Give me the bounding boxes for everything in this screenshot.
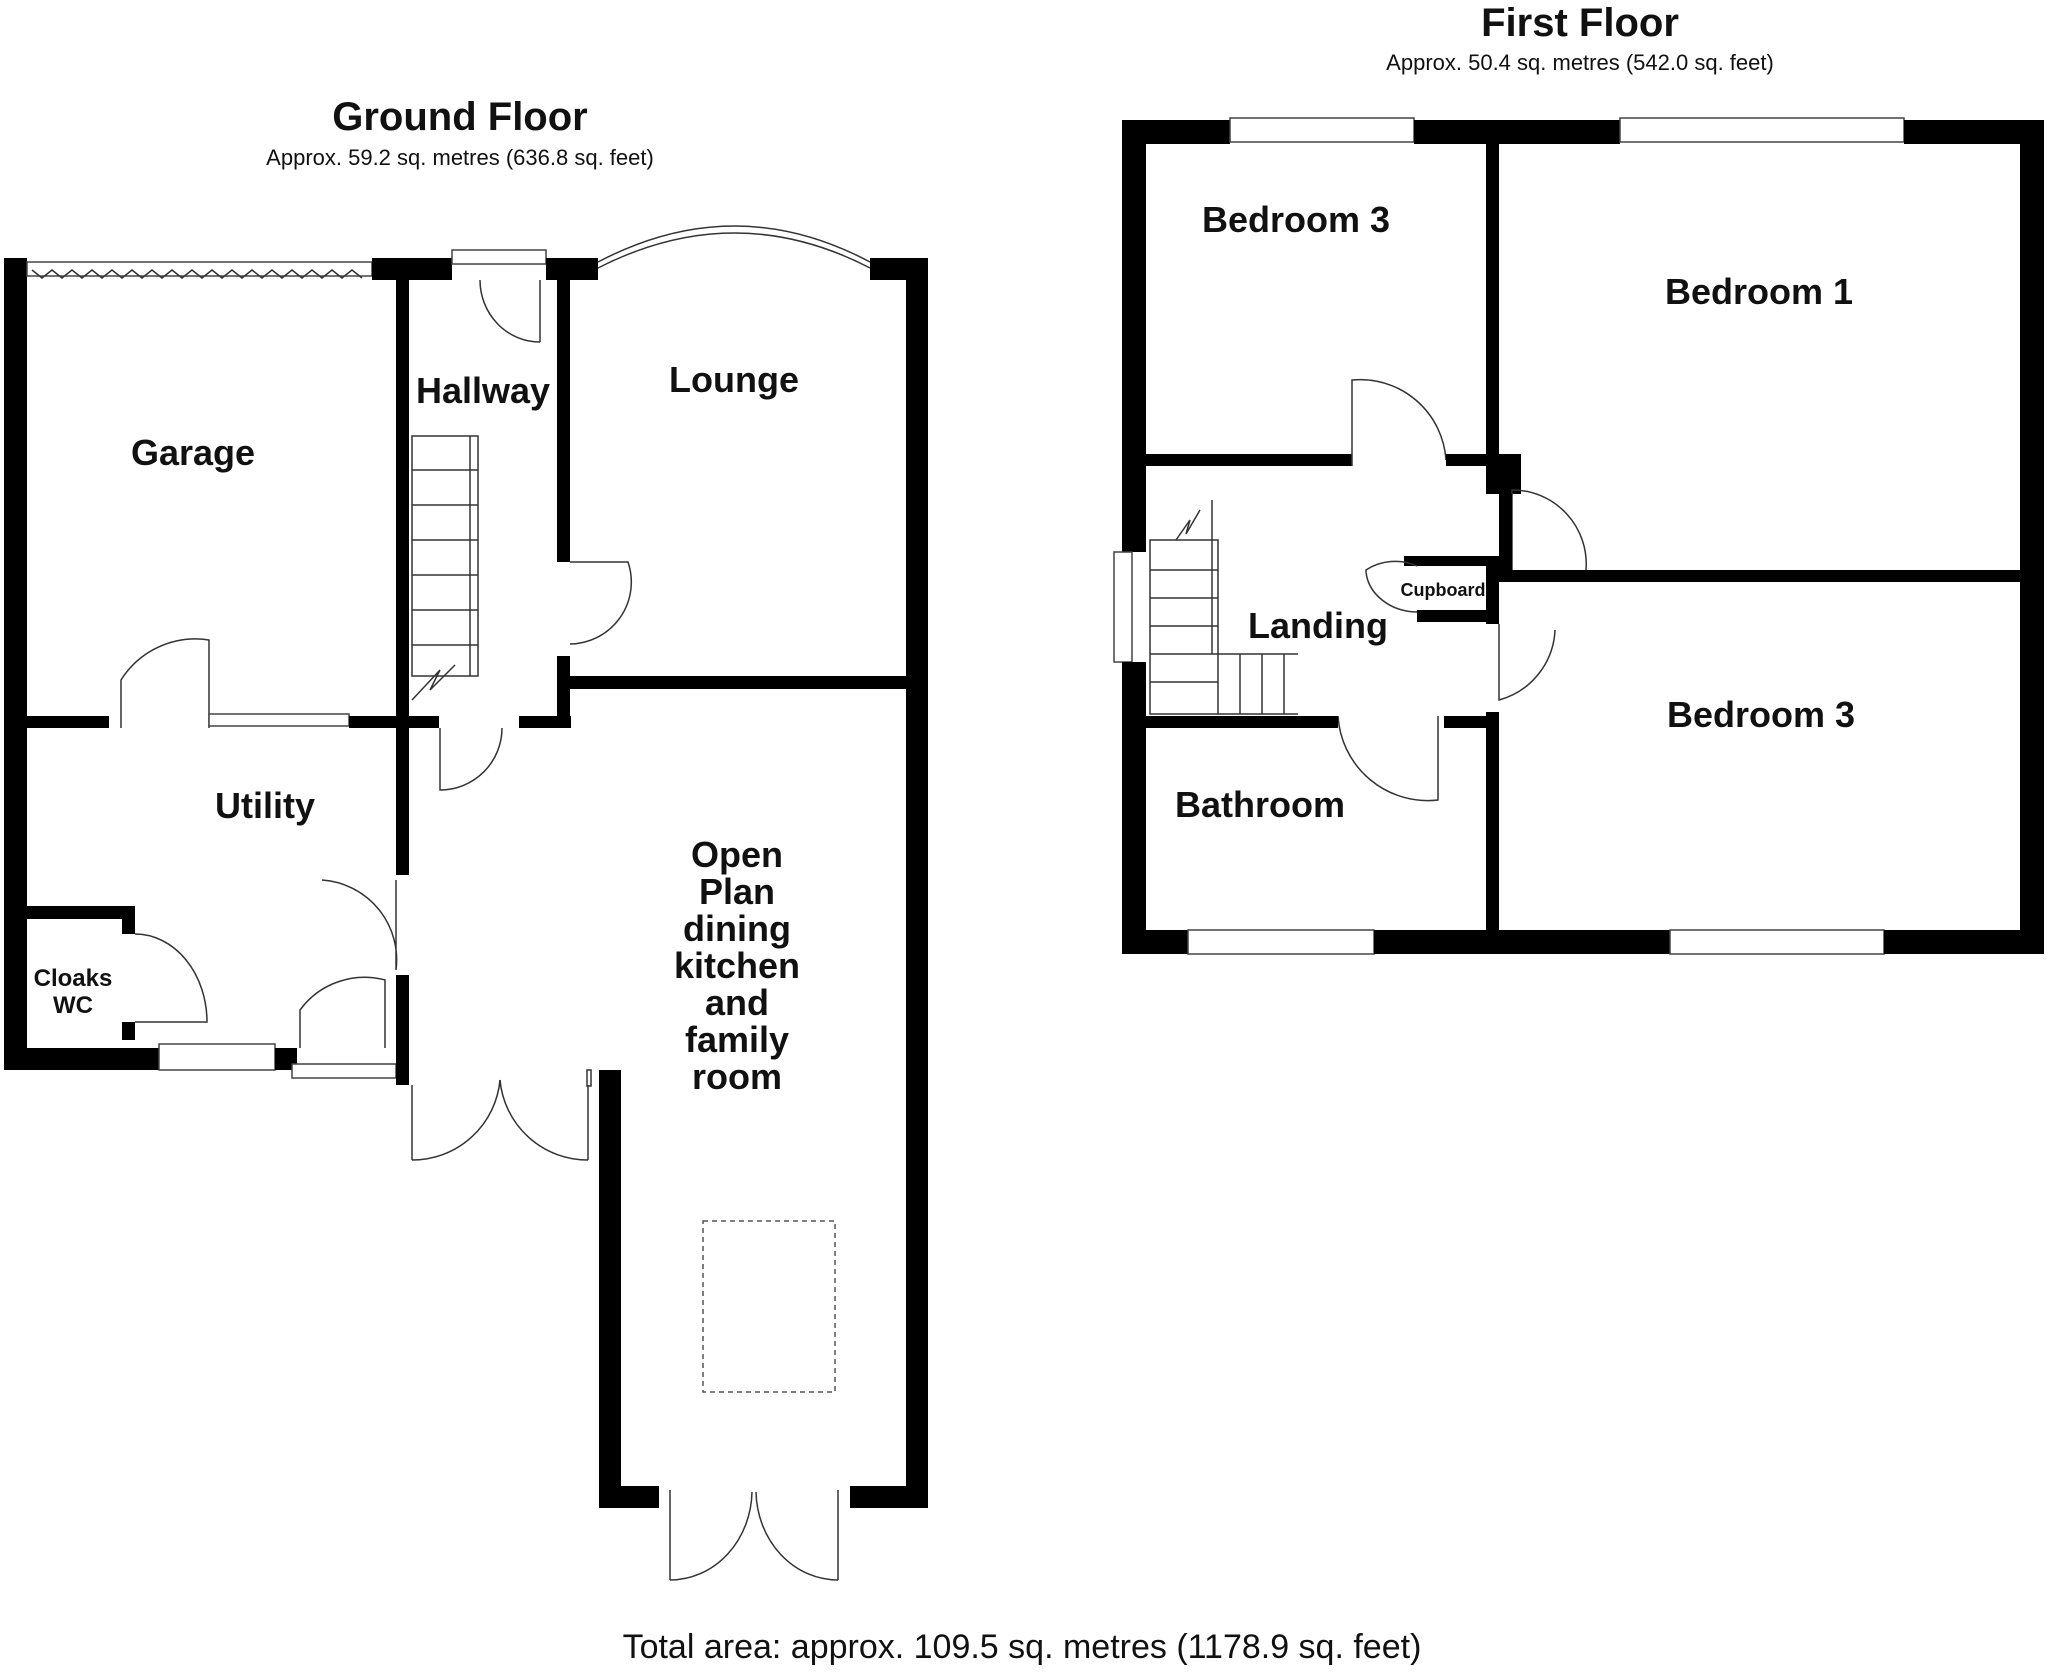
first-floor-plan — [1113, 117, 2044, 955]
room-label-wc: WC — [53, 992, 93, 1019]
first-floor-area: Approx. 50.4 sq. metres (542.0 sq. feet) — [1386, 50, 1774, 75]
room-label-landing: Landing — [1248, 605, 1388, 646]
room-label-bedroom3-top: Bedroom 3 — [1202, 199, 1390, 240]
room-label-hallway: Hallway — [416, 370, 550, 411]
open-plan-line: and — [705, 982, 769, 1023]
total-area: Total area: approx. 109.5 sq. metres (11… — [623, 1628, 1422, 1666]
room-label-bedroom1: Bedroom 1 — [1665, 271, 1853, 312]
ground-floor-area: Approx. 59.2 sq. metres (636.8 sq. feet) — [266, 145, 654, 170]
open-plan-line: Plan — [699, 871, 775, 912]
open-plan-line: Open — [691, 834, 783, 875]
room-label-bedroom3-bottom: Bedroom 3 — [1667, 694, 1855, 735]
room-label-garage: Garage — [131, 432, 255, 473]
open-plan-line: family — [685, 1019, 789, 1060]
first-floor-title: First Floor — [1481, 1, 1679, 45]
open-plan-line: dining — [683, 908, 791, 949]
room-label-cloaks: Cloaks — [34, 965, 113, 992]
open-plan-line: kitchen — [674, 945, 800, 986]
room-label-open-plan: Open Plan dining kitchen and family room — [674, 834, 800, 1097]
open-plan-line: room — [692, 1056, 782, 1097]
room-label-utility: Utility — [215, 785, 315, 826]
room-label-bathroom: Bathroom — [1175, 784, 1345, 825]
room-label-cupboard: Cupboard — [1401, 580, 1486, 600]
ground-floor-plan — [4, 225, 928, 1581]
room-label-lounge: Lounge — [669, 359, 799, 400]
ground-floor-title: Ground Floor — [332, 95, 588, 139]
